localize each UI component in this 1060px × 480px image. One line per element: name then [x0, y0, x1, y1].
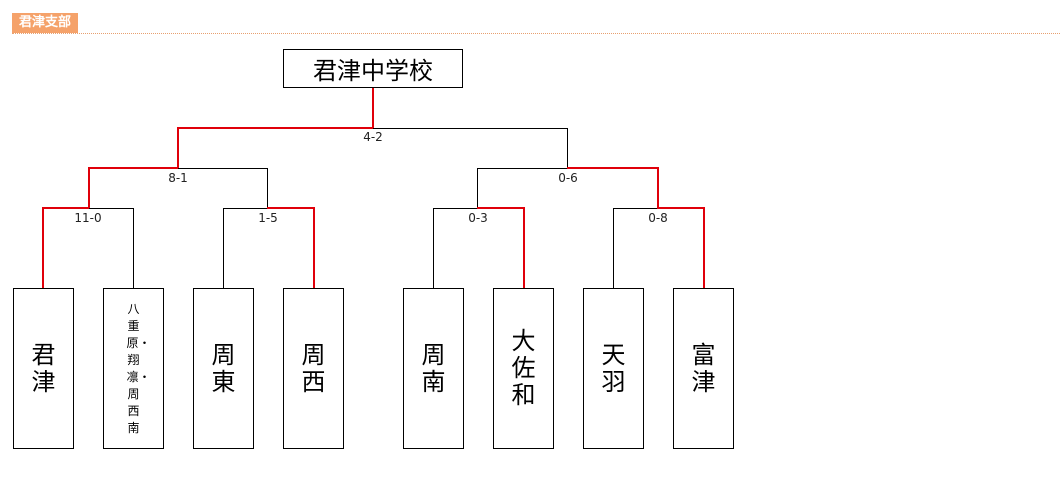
team-name: 周東 — [211, 340, 236, 396]
semi-right-bar-left — [478, 168, 568, 169]
qf1-drop-right — [133, 208, 134, 288]
team-box-futtsu: 富津 — [673, 288, 734, 449]
final-drop-left — [177, 127, 179, 168]
semi-left-bar-left — [88, 167, 178, 169]
team-box-osawa: 大佐和 — [493, 288, 554, 449]
score-semi-left: 8-1 — [148, 172, 208, 184]
score-final: 4-2 — [343, 131, 403, 143]
score-qf1: 11-0 — [58, 212, 118, 224]
team-box-shusai: 周西 — [283, 288, 344, 449]
semi-right-bar-right — [567, 167, 659, 169]
final-bar-right — [373, 128, 568, 129]
semi-right-drop-left — [477, 168, 478, 208]
qf1-bar-right — [89, 208, 133, 209]
section-tag: 君津支部 — [12, 13, 79, 33]
final-bar-left — [177, 127, 373, 129]
score-qf3: 0-3 — [448, 212, 508, 224]
qf3-drop-left — [433, 208, 434, 288]
team-box-shuto: 周東 — [193, 288, 254, 449]
qf4-bar-left — [613, 208, 658, 209]
qf2-drop-right — [313, 207, 315, 288]
team-name: 周南 — [421, 340, 446, 396]
team-name: 君津 — [31, 340, 56, 396]
team-box-kimitsu: 君津 — [13, 288, 74, 449]
team-name: 富津 — [691, 340, 716, 396]
score-semi-right: 0-6 — [538, 172, 598, 184]
semi-left-bar-right — [178, 168, 268, 169]
team-box-amaha: 天羽 — [583, 288, 644, 449]
qf1-drop-left — [42, 207, 44, 288]
section-divider — [12, 33, 1060, 34]
qf3-bar-left — [433, 208, 478, 209]
qf3-bar-right — [477, 207, 525, 209]
qf2-drop-left — [223, 208, 224, 288]
champion-stem — [372, 88, 374, 128]
final-drop-right — [567, 128, 568, 168]
score-qf2: 1-5 — [238, 212, 298, 224]
team-name: 周西 — [301, 340, 326, 396]
qf1-bar-left — [42, 207, 89, 209]
team-name: 天羽 — [601, 340, 626, 396]
qf4-drop-right — [703, 207, 705, 288]
team-box-shunan: 周南 — [403, 288, 464, 449]
team-name: 八重原・翔凛・周西南 — [126, 301, 151, 435]
qf4-bar-right — [657, 207, 705, 209]
semi-left-drop-right — [267, 168, 268, 208]
qf2-bar-left — [223, 208, 268, 209]
semi-left-drop-left — [88, 167, 90, 208]
team-name: 大佐和 — [511, 327, 536, 409]
champion-name: 君津中学校 — [313, 57, 433, 85]
qf4-drop-left — [613, 208, 614, 288]
team-box-yaehara-shorin-shusainan: 八重原・翔凛・周西南 — [103, 288, 164, 449]
qf2-bar-right — [267, 207, 315, 209]
score-qf4: 0-8 — [628, 212, 688, 224]
qf3-drop-right — [523, 207, 525, 288]
semi-right-drop-right — [657, 167, 659, 208]
champion-box: 君津中学校 — [283, 49, 463, 88]
